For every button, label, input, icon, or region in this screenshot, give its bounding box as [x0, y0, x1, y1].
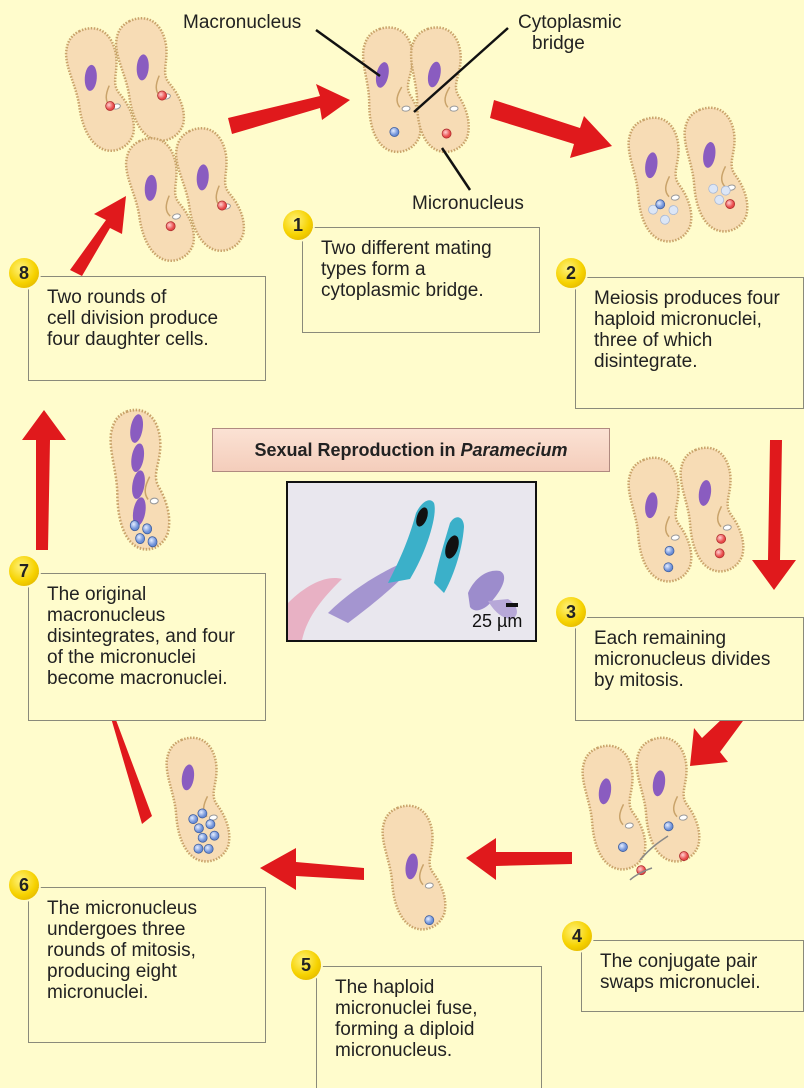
arrow-1-to-2	[490, 100, 612, 158]
stage-3-cells	[624, 444, 747, 586]
scale-label: 25 µm	[472, 611, 522, 632]
stage-7-cell	[107, 408, 172, 552]
step-1-badge: 1	[283, 210, 313, 240]
stage-8-cells	[60, 13, 249, 266]
step-2-badge: 2	[556, 258, 586, 288]
stage-1-cells	[316, 25, 508, 190]
stage-2-cells	[624, 104, 751, 246]
arrow-8-to-1	[228, 84, 350, 134]
diagram-title: Sexual Reproduction in Paramecium	[212, 428, 610, 472]
stage-5-cell	[378, 802, 449, 934]
arrow-8-up	[70, 196, 126, 276]
arrow-4-to-5	[466, 838, 572, 880]
stage-4-cells	[578, 734, 703, 882]
step-7-badge: 7	[9, 556, 39, 586]
arrow-7-to-8	[22, 410, 66, 550]
step-5-badge: 5	[291, 950, 321, 980]
arrow-2-to-3	[752, 440, 796, 590]
arrow-5-to-6	[260, 848, 364, 890]
micronucleus-label: Micronucleus	[412, 193, 524, 214]
step-8-badge: 8	[9, 258, 39, 288]
stage-6-cell	[162, 734, 233, 866]
paramecium-micrograph: 25 µm	[286, 481, 537, 642]
step-3-badge: 3	[556, 597, 586, 627]
scale-bar	[506, 603, 518, 607]
step-4-badge: 4	[562, 921, 592, 951]
step-6-badge: 6	[9, 870, 39, 900]
cytoplasmic-bridge-label: Cytoplasmic bridge	[518, 12, 621, 54]
macronucleus-label: Macronucleus	[183, 12, 301, 33]
